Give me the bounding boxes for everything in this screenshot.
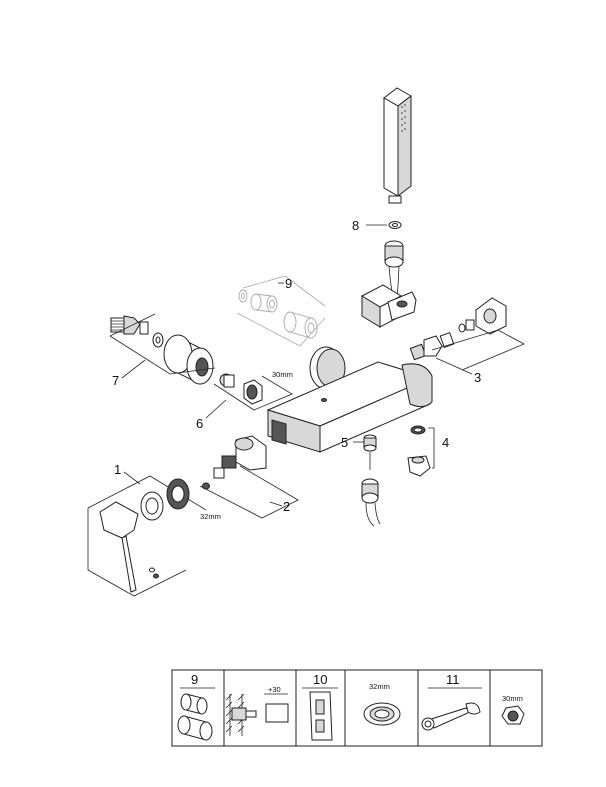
- part-5-insert: [363, 434, 377, 470]
- part-2-cartridge: [199, 435, 299, 519]
- part-1-lever-handle: [87, 475, 207, 597]
- legend-ring-size: 32mm: [369, 682, 390, 691]
- hose-lower-fitting: [361, 478, 381, 527]
- callout-3: 3: [474, 370, 481, 385]
- part-9-cartridge-set: [236, 275, 326, 347]
- wall-holder: [360, 284, 417, 328]
- callout-6: 6: [196, 416, 203, 431]
- part-7-connector-set: [109, 313, 216, 385]
- legend-label-10: 10: [313, 672, 327, 687]
- extension-label: +30: [268, 685, 281, 694]
- callout-2: 2: [283, 499, 290, 514]
- callout-9: 9: [285, 276, 292, 291]
- nut-size-label: 30mm: [272, 370, 293, 379]
- part-6-nut-set: [213, 373, 293, 411]
- hose-top-fitting: [384, 240, 404, 296]
- callout-8: 8: [352, 218, 359, 233]
- mixer-body: [266, 346, 433, 453]
- callout-1: 1: [114, 462, 121, 477]
- callout-4: 4: [442, 435, 449, 450]
- legend-nut-size: 30mm: [502, 694, 523, 703]
- legend-label-9: 9: [191, 672, 198, 687]
- washer-8: [388, 221, 402, 229]
- tools-legend: 9 +30 10 32mm: [171, 669, 543, 747]
- part-4-aerator: [407, 425, 431, 477]
- callout-5: 5: [341, 435, 348, 450]
- callout-7: 7: [112, 373, 119, 388]
- ring-size-label: 32mm: [200, 512, 221, 521]
- hand-shower: [383, 87, 412, 204]
- legend-label-11: 11: [446, 672, 460, 687]
- part-3-connector-set: [409, 297, 525, 371]
